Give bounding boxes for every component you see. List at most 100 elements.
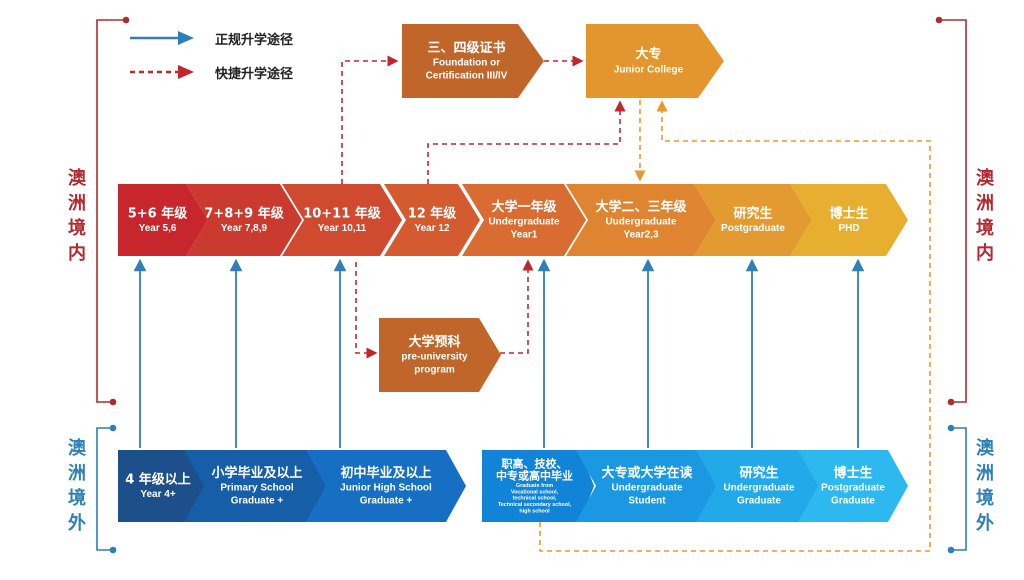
overseas-stage-4-zh-label: 中专或高中毕业 xyxy=(496,469,573,483)
overseas-stage-5-en-label: Undergraduate xyxy=(611,483,683,494)
dashed-arrow-prep-to-year1 xyxy=(500,259,534,354)
side-char: 澳 xyxy=(68,167,87,189)
overseas-stage-3-en-label: Junior High School xyxy=(340,483,432,494)
overseas-stage-7-en-label: Postgraduate xyxy=(821,483,885,494)
prep-box-en-label: pre-university xyxy=(401,352,468,363)
overseas-stage-4-en-label: high school xyxy=(519,509,550,515)
domestic-stage-4-en-label: Year 12 xyxy=(414,223,449,234)
junior-college-box-en-label: Junior College xyxy=(614,65,684,76)
prep-box-en-label: program xyxy=(414,365,455,376)
overseas-stage-2-zh-label: 小学毕业及以上 xyxy=(211,465,302,481)
overseas-stage-3-shape xyxy=(306,450,466,522)
overseas-bracket-left xyxy=(96,424,117,554)
overseas-bracket-right xyxy=(947,424,967,554)
overseas-stage-4-en-label: Technical secondary school, xyxy=(498,502,572,508)
overseas-stage-5-en-label: Student xyxy=(628,496,666,507)
side-char: 澳 xyxy=(976,167,995,189)
domestic-stage-6-en-label: Year2,3 xyxy=(623,230,658,241)
domestic-stage-1-shape xyxy=(118,184,208,256)
overseas-stage-4-en-label: Vocational school, xyxy=(511,489,559,495)
domestic-stage-7-en-label: Postgraduate xyxy=(721,223,785,234)
domestic-bracket-right xyxy=(935,16,967,406)
side-char: 内 xyxy=(976,242,994,264)
overseas-stage-7-zh-label: 博士生 xyxy=(833,465,872,481)
domestic-bracket-left xyxy=(96,16,130,406)
side-char: 洲 xyxy=(976,193,994,214)
domestic-stage-4-shape xyxy=(384,184,480,256)
overseas-stage-3-en-label: Graduate + xyxy=(360,496,413,507)
domestic-stage-1-zh-label: 5+6 年级 xyxy=(128,206,189,222)
legend-dashed-arrowhead xyxy=(178,65,194,79)
overseas-stage-7-en-label: Graduate xyxy=(831,496,875,507)
side-char: 澳 xyxy=(68,437,87,459)
overseas-stage-7-shape xyxy=(798,450,908,522)
overseas-stage-2-shape xyxy=(184,450,330,522)
side-label-overseas-right: 澳 洲 境 外 xyxy=(976,437,995,534)
side-label-domestic-left: 澳 洲 境 内 xyxy=(62,165,92,265)
dashed-arrow-to-certificate xyxy=(341,55,399,184)
domestic-stage-6-en-label: Uudergraduate xyxy=(605,217,677,228)
prep-box-zh-label: 大学预科 xyxy=(408,334,460,350)
domestic-stage-1-en-label: Year 5,6 xyxy=(139,223,177,234)
connectors xyxy=(133,55,931,552)
overseas-stage-2-en-label: Primary School xyxy=(220,483,294,494)
legend: 正规升学途径 快捷升学途径 xyxy=(130,31,293,82)
side-char: 洲 xyxy=(68,193,86,214)
side-char: 境 xyxy=(976,217,994,239)
side-label-overseas-left: 澳 洲 境 外 xyxy=(68,437,87,534)
dashed-arrow-year12-to-college xyxy=(427,100,626,184)
overseas-stage-6-zh-label: 研究生 xyxy=(739,465,778,481)
domestic-stage-5-zh-label: 大学一年级 xyxy=(491,199,557,215)
overseas-stage-1-shape xyxy=(118,450,208,522)
legend-solid-arrowhead xyxy=(178,31,194,45)
overseas-stage-3-zh-label: 初中毕业及以上 xyxy=(340,465,431,481)
side-char: 澳 xyxy=(976,437,995,459)
side-char: 洲 xyxy=(976,463,994,484)
domestic-stage-3-en-label: Year 10,11 xyxy=(318,223,367,234)
domestic-stage-8-shape xyxy=(790,184,908,256)
overseas-stage-4-en-label: technical school, xyxy=(513,496,557,502)
certificate-box-zh-label: 三、四级证书 xyxy=(427,40,505,56)
certificate-box-en-label: Certification III/IV xyxy=(426,71,508,82)
domestic-stage-5-en-label: Undergraduate xyxy=(488,217,560,228)
prep-box-shape xyxy=(379,318,501,392)
overseas-stage-4-en-label: Graduate from xyxy=(516,483,553,489)
junior-college-box-shape xyxy=(586,24,724,98)
domestic-stage-4-zh-label: 12 年级 xyxy=(408,206,458,222)
domestic-stage-8-en-label: PHD xyxy=(838,223,859,234)
domestic-stage-2-zh-label: 7+8+9 年级 xyxy=(204,206,284,222)
side-char: 外 xyxy=(976,512,994,534)
domestic-stage-6-zh-label: 大学二、三年级 xyxy=(595,199,687,215)
dashed-arrow-to-prep xyxy=(355,262,378,359)
domestic-stage-2-shape xyxy=(186,184,302,256)
certificate-box-shape xyxy=(402,24,544,98)
overseas-stage-2-en-label: Graduate + xyxy=(231,496,284,507)
domestic-stage-5-shape xyxy=(462,184,586,256)
domestic-stage-7-shape xyxy=(694,184,812,256)
domestic-stage-3-shape xyxy=(282,184,402,256)
side-char: 境 xyxy=(976,487,994,509)
overseas-stage-4-shape xyxy=(482,450,594,522)
side-char: 境 xyxy=(68,487,86,509)
junior-college-box-zh-label: 大专 xyxy=(635,46,661,62)
overseas-stage-6-shape xyxy=(696,450,822,522)
overseas-stage-6-en-label: Undergraduate xyxy=(723,483,795,494)
overseas-stage-5-zh-label: 大专或大学在读 xyxy=(601,465,692,481)
domestic-stage-3-zh-label: 10+11 年级 xyxy=(303,206,382,222)
side-char: 境 xyxy=(68,217,86,239)
legend-solid-label: 正规升学途径 xyxy=(215,32,293,48)
